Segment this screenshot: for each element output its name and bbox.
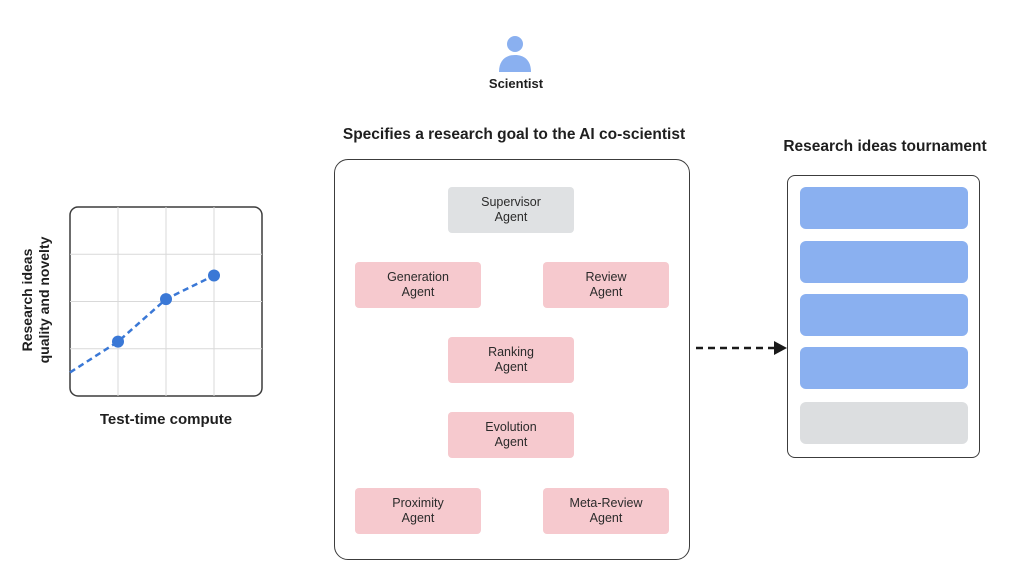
chart-y-axis-label: Research ideas quality and novelty [19,236,52,364]
chart-data-point [160,293,172,306]
chart-points [112,269,220,348]
ranking-agent: Ranking Agent [448,337,574,383]
chart-data-point [112,335,124,348]
meta-review-agent: Meta-Review Agent [543,488,669,534]
scientist-person-icon [499,36,531,72]
generation-agent: Generation Agent [355,262,481,308]
review-agent: Review Agent [543,262,669,308]
pending-idea-bar [800,402,968,444]
ranked-idea-bar [800,294,968,336]
proximity-agent: Proximity Agent [355,488,481,534]
tournament-label: Research ideas tournament [783,138,987,155]
chart-data-point [208,269,220,282]
tournament-panel [787,175,980,458]
evolution-agent: Evolution Agent [448,412,574,458]
chart-x-axis-label: Test-time compute [99,411,233,428]
ranked-idea-bar [800,241,968,283]
dashed-arrow-right-icon [696,341,787,355]
co-scientist-agents-panel: Supervisor Agent Generation Agent Review… [334,159,690,560]
scientist-label: Scientist [488,76,544,91]
supervisor-agent: Supervisor Agent [448,187,574,233]
research-goal-label: Specifies a research goal to the AI co-s… [342,126,686,143]
compute-quality-chart [69,206,263,397]
ranked-idea-bar [800,347,968,389]
ranked-idea-bar [800,187,968,229]
